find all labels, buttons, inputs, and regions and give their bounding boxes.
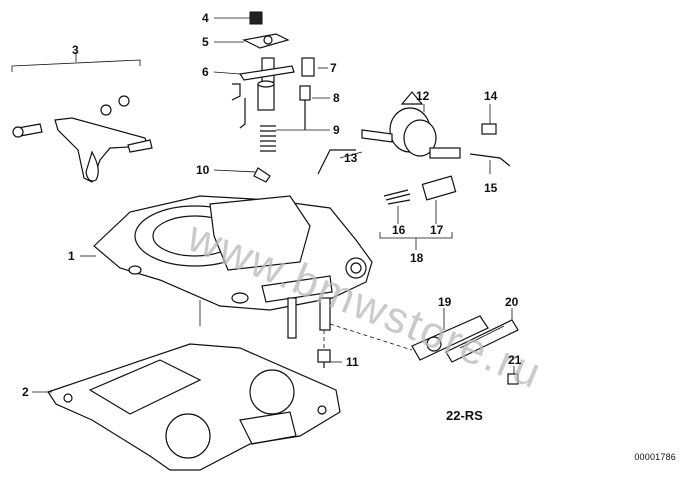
callout-18: 18 (410, 251, 424, 265)
callout-1: 1 (68, 249, 75, 263)
callout-15: 15 (484, 181, 498, 195)
choke-actuator-stack (231, 11, 315, 183)
callout-4: 4 (202, 11, 209, 25)
callout-7: 7 (330, 61, 337, 75)
cover-plates (329, 315, 519, 385)
callout-21: 21 (508, 353, 522, 367)
callout-16: 16 (392, 223, 406, 237)
idle-screw (317, 330, 331, 368)
callout-17: 17 (430, 223, 444, 237)
callout-13: 13 (344, 151, 358, 165)
group-code-label: 22-RS (446, 408, 483, 423)
callout-8: 8 (333, 91, 340, 105)
callout-14: 14 (484, 89, 498, 103)
callout-10: 10 (196, 163, 210, 177)
throttle-lever-assembly (11, 52, 153, 183)
callout-5: 5 (202, 35, 209, 49)
callout-9: 9 (333, 123, 340, 137)
pull-down-unit (317, 91, 511, 250)
callout-20: 20 (505, 295, 519, 309)
callout-2: 2 (22, 385, 29, 399)
carburetor-body (93, 195, 373, 339)
leader-lines (32, 17, 515, 393)
diagram-id: 00001786 (634, 452, 676, 462)
callout-12: 12 (416, 89, 430, 103)
callout-3: 3 (72, 43, 79, 57)
callout-19: 19 (438, 295, 452, 309)
callout-6: 6 (202, 65, 209, 79)
callout-11: 11 (346, 355, 359, 369)
base-gasket (47, 343, 341, 471)
